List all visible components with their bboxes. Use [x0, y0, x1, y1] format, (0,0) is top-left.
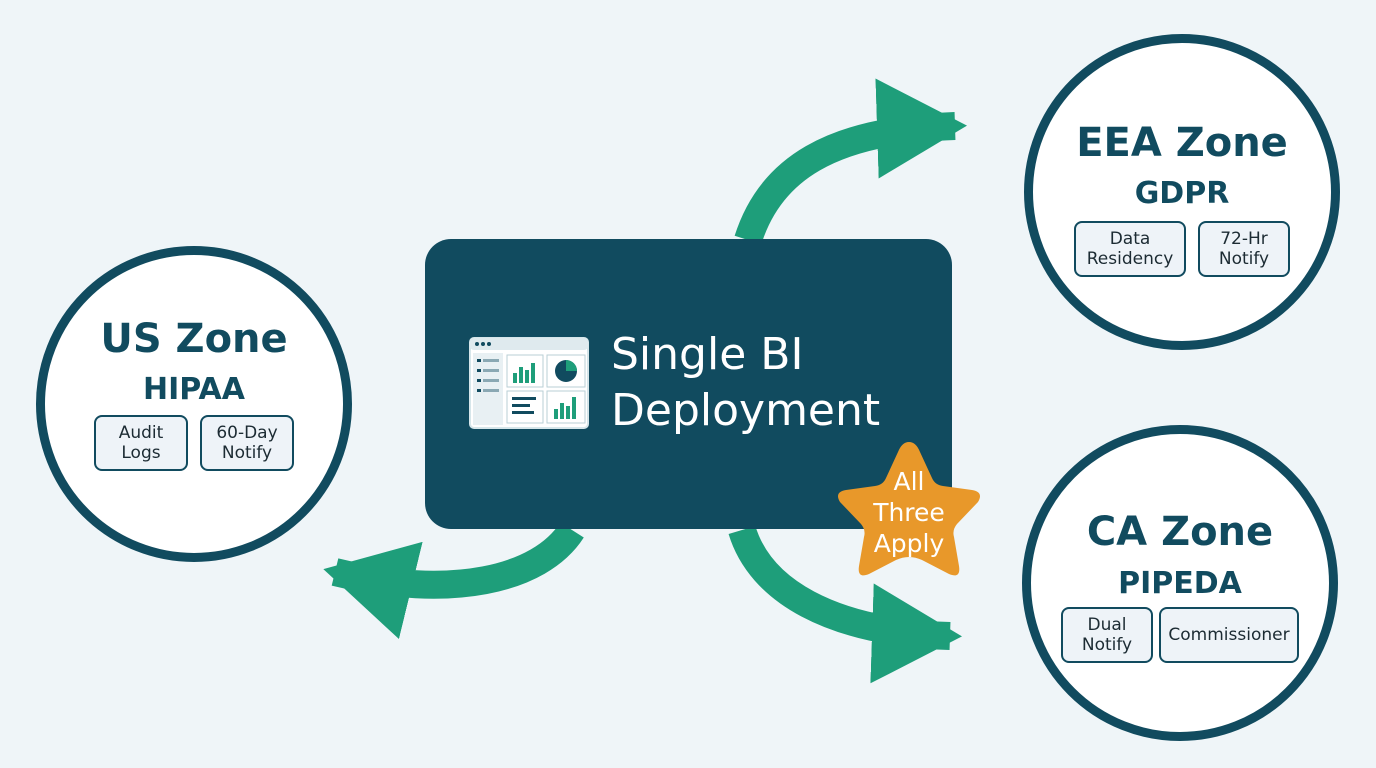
- tag-dual-notify: Dual Notify: [1061, 607, 1153, 663]
- all-three-apply-badge: All Three Apply: [828, 436, 990, 586]
- ca-zone-title: CA Zone: [1086, 509, 1274, 555]
- arrow-to-ca: [728, 525, 962, 684]
- us-zone-tags: Audit Logs 60-Day Notify: [45, 415, 343, 471]
- ca-zone-tags: Dual Notify Commissioner: [1031, 607, 1329, 663]
- eea-zone: EEA Zone GDPR Data Residency 72-Hr Notif…: [1024, 34, 1340, 350]
- ca-zone: CA Zone PIPEDA Dual Notify Commissioner: [1022, 425, 1338, 741]
- tag-72-hr-notify: 72-Hr Notify: [1198, 221, 1290, 277]
- eea-zone-regulation: GDPR: [1134, 176, 1230, 211]
- star-icon: [838, 442, 980, 576]
- single-bi-deployment-box: Single BI Deployment: [425, 239, 952, 529]
- tag-audit-logs: Audit Logs: [94, 415, 188, 471]
- dashboard-icon: [469, 337, 589, 429]
- eea-zone-tags: Data Residency 72-Hr Notify: [1033, 221, 1331, 277]
- tag-commissioner: Commissioner: [1159, 607, 1299, 663]
- eea-zone-title: EEA Zone: [1076, 120, 1288, 166]
- tag-60-day-notify: 60-Day Notify: [200, 415, 294, 471]
- us-zone: US Zone HIPAA Audit Logs 60-Day Notify: [36, 246, 352, 562]
- arrow-to-eea: [734, 78, 967, 245]
- ca-zone-regulation: PIPEDA: [1118, 566, 1242, 601]
- us-zone-regulation: HIPAA: [143, 372, 245, 407]
- us-zone-title: US Zone: [100, 316, 288, 362]
- tag-data-residency: Data Residency: [1074, 221, 1186, 277]
- arrow-to-us: [323, 521, 584, 640]
- center-title: Single BI Deployment: [611, 329, 881, 436]
- badge-text: All Three Apply: [873, 467, 945, 558]
